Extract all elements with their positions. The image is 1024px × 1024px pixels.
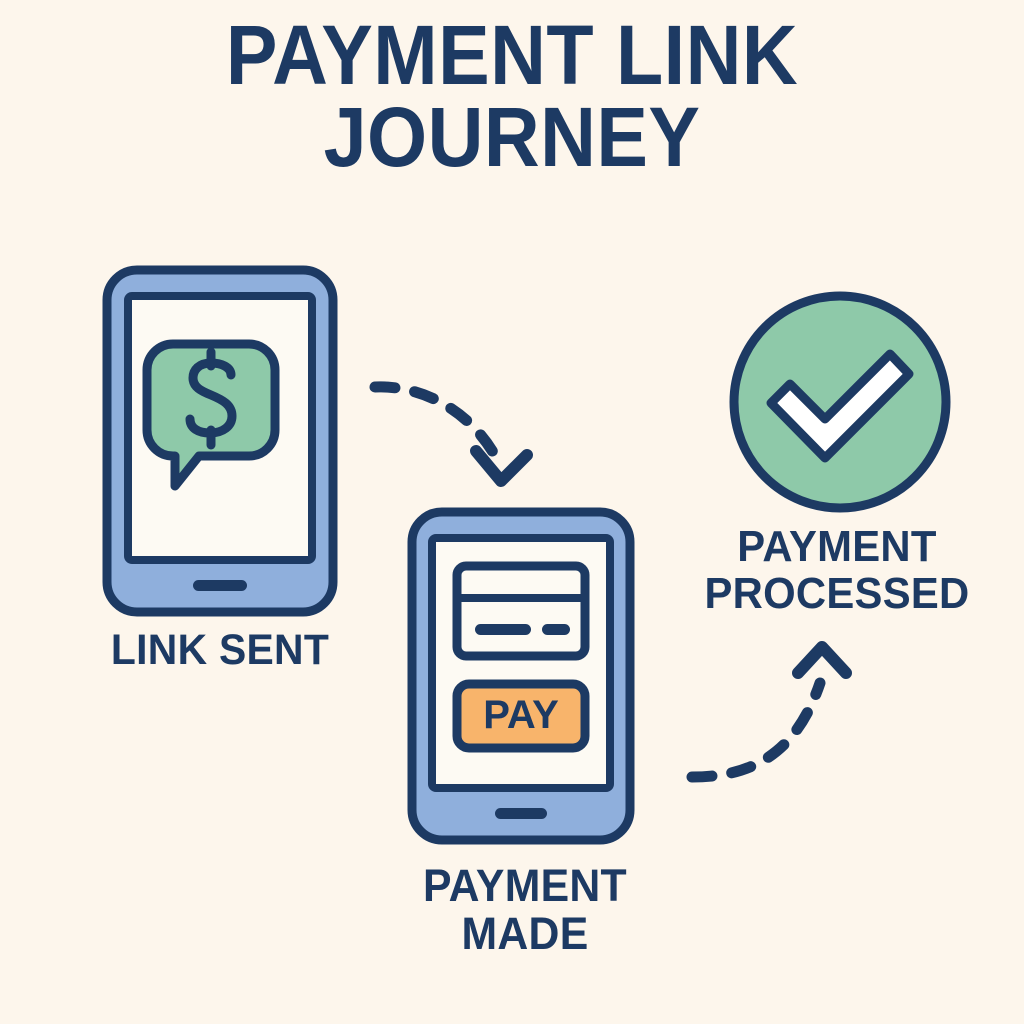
step-2-caption-line-2: MADE — [461, 907, 589, 959]
page-title: PAYMENT LINK JOURNEY — [41, 8, 983, 185]
credit-card-icon — [452, 561, 590, 661]
phone-home-button — [193, 580, 247, 591]
step-3-caption-line-1: PAYMENT — [737, 522, 937, 571]
page-title-line-1: PAYMENT LINK — [225, 8, 799, 102]
connector-arrow-2 — [686, 641, 852, 783]
phone-home-button — [495, 808, 547, 819]
step-2-caption: PAYMENT MADE — [392, 862, 658, 957]
checkmark-icon — [766, 349, 914, 463]
step-1-caption-line-1: LINK SENT — [110, 626, 330, 674]
step-2-caption-line-1: PAYMENT — [423, 860, 627, 911]
message-bubble-icon — [142, 339, 280, 491]
step-1-caption: LINK SENT — [78, 626, 363, 674]
step-1-phone-illustration — [102, 265, 338, 617]
step-2-phone-illustration: PAY — [407, 507, 635, 845]
step-3-caption-line-2: PROCESSED — [704, 568, 970, 618]
step-3-caption: PAYMENT PROCESSED — [680, 522, 994, 618]
step-3-check-illustration — [729, 291, 951, 513]
dollar-sign-icon — [185, 347, 237, 450]
page-title-line-2: JOURNEY — [323, 90, 701, 185]
pay-button-label: PAY — [483, 693, 559, 737]
arrow-1-dashed-path — [369, 381, 504, 467]
connector-arrow-1 — [369, 381, 533, 487]
pay-button[interactable]: PAY — [452, 679, 590, 753]
arrow-2-dashed-path — [686, 677, 826, 783]
arrow-1-head-icon — [470, 445, 533, 487]
arrow-2-head-icon — [792, 641, 852, 679]
